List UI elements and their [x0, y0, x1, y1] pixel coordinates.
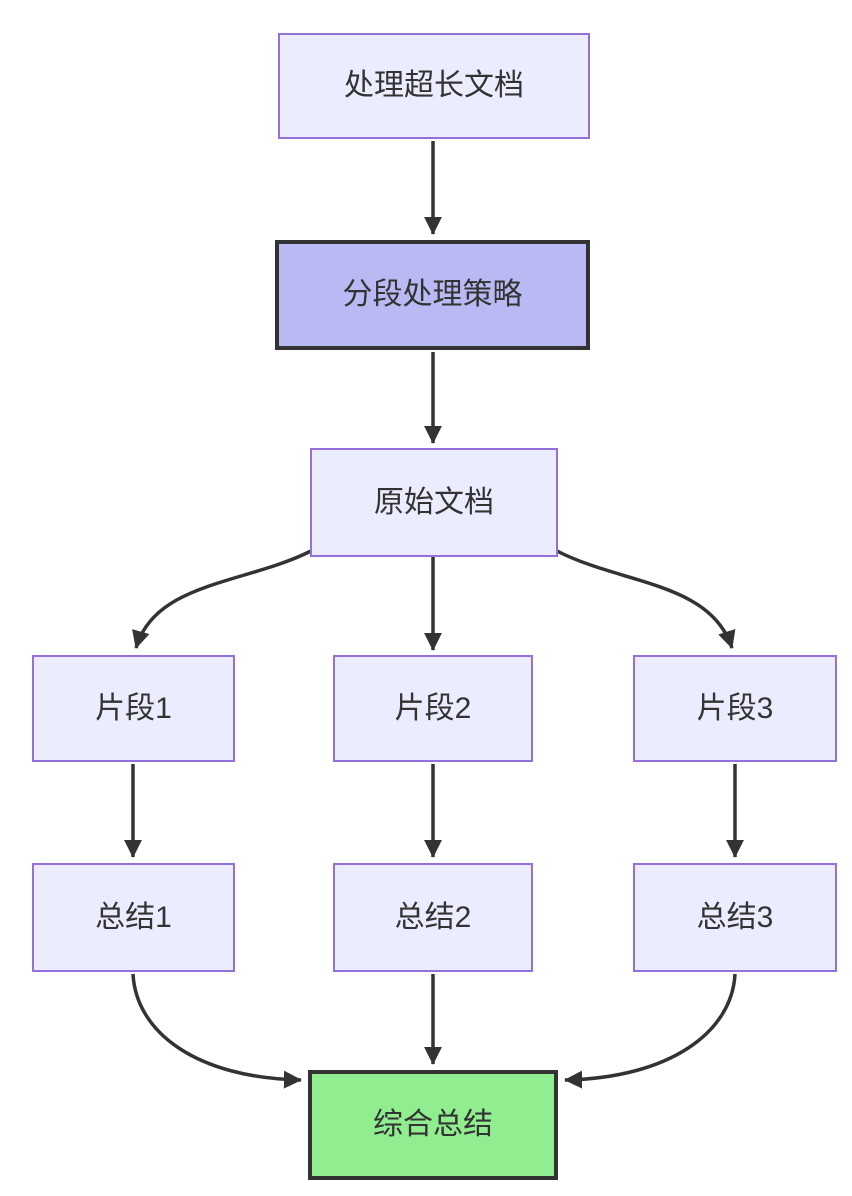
node-summary-3: 总结3	[633, 863, 837, 972]
node-fragment-1: 片段1	[32, 655, 235, 762]
node-fragment-3: 片段3	[633, 655, 837, 762]
node-summary-2: 总结2	[333, 863, 533, 972]
node-fragment-2: 片段2	[333, 655, 533, 762]
node-process-long-doc: 处理超长文档	[278, 33, 590, 139]
node-original-doc: 原始文档	[310, 448, 558, 557]
node-segmentation-strategy: 分段处理策略	[275, 240, 590, 350]
edge-c-d1	[132, 549, 312, 649]
edge-e3-f	[564, 973, 737, 1089]
node-final-summary: 综合总结	[308, 1070, 558, 1180]
edge-e1-f	[131, 973, 302, 1089]
node-summary-1: 总结1	[32, 863, 235, 972]
edge-c-d3	[556, 549, 736, 649]
